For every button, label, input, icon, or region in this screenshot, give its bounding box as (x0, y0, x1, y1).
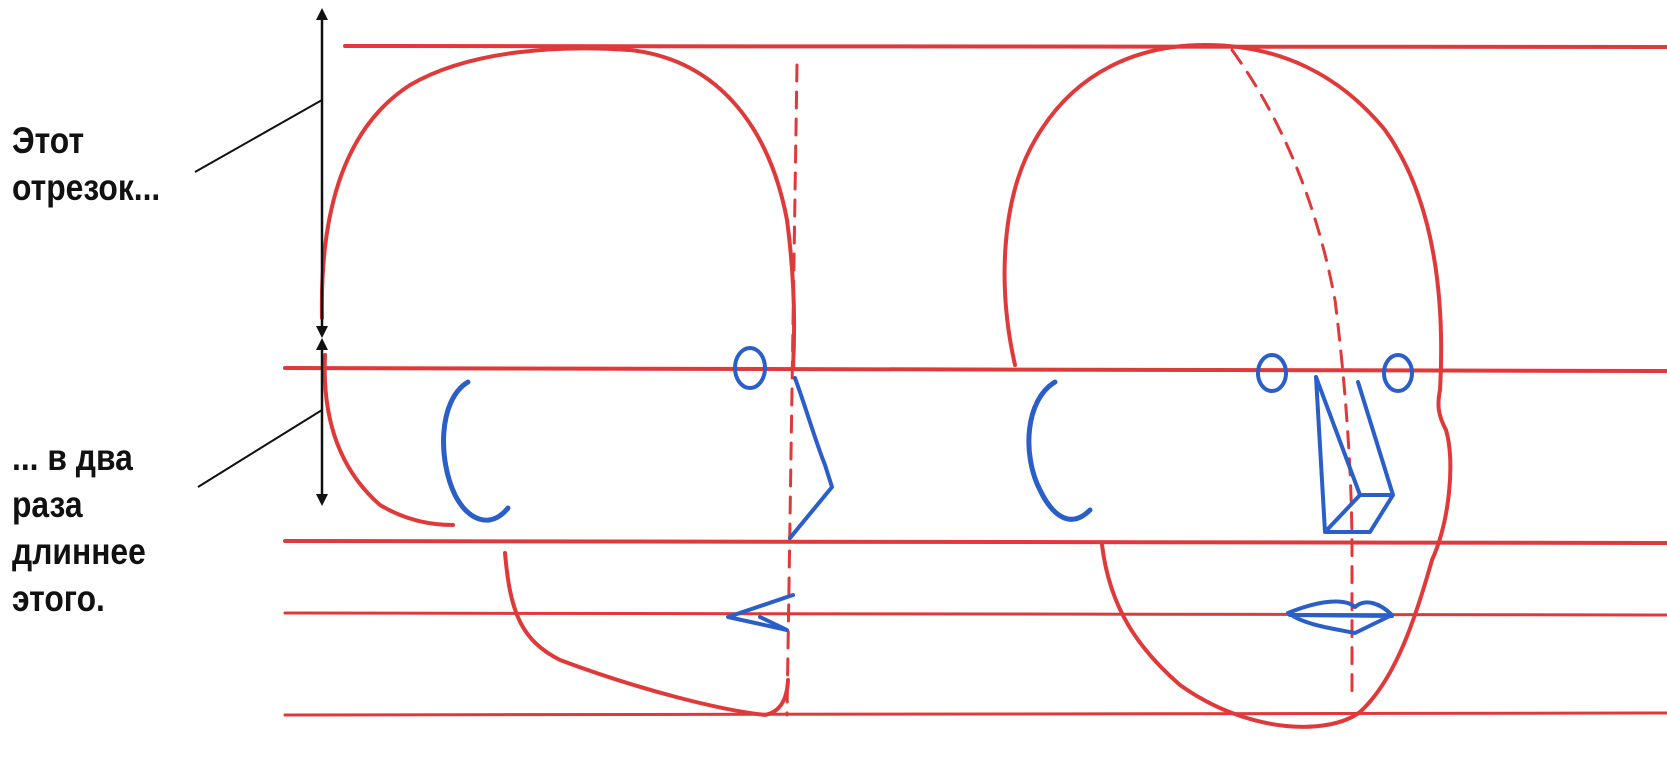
guide-lines (285, 46, 1667, 715)
skull-outline (1005, 45, 1451, 727)
ear-icon (1029, 382, 1090, 519)
jaw-outline (505, 553, 788, 715)
measurement-arrows (195, 14, 322, 500)
annotation-line: этого. (12, 575, 146, 622)
mouth-icon (1288, 601, 1392, 633)
annotation-line: ... в два (12, 434, 146, 481)
guide-line-top (345, 46, 1667, 47)
head-profile-three-quarter (1005, 45, 1451, 727)
face-center-dashed-line (787, 65, 797, 715)
guide-line-mouth (285, 613, 1667, 615)
annotation-line: Этот (12, 117, 160, 164)
guide-line-chin (285, 713, 1667, 715)
annotation-twice-as-long: ... в два раза длиннее этого. (12, 434, 146, 622)
guide-line-eyes (285, 368, 1667, 371)
eye-icon-left (1258, 355, 1286, 391)
eye-icon-right (1384, 355, 1412, 391)
nose-icon (1316, 377, 1393, 532)
annotation-this-segment: Этот отрезок... (12, 117, 160, 211)
guide-line-nose (285, 541, 1667, 543)
upper-leader-line (195, 100, 322, 172)
ear-icon (444, 382, 508, 520)
annotation-line: отрезок... (12, 164, 160, 211)
annotation-line: длиннее (12, 528, 146, 575)
lower-leader-line (198, 410, 322, 487)
back-of-head-curve (325, 355, 453, 525)
skull-outline (322, 48, 794, 368)
nose-icon (790, 378, 832, 538)
annotation-line: раза (12, 481, 146, 528)
